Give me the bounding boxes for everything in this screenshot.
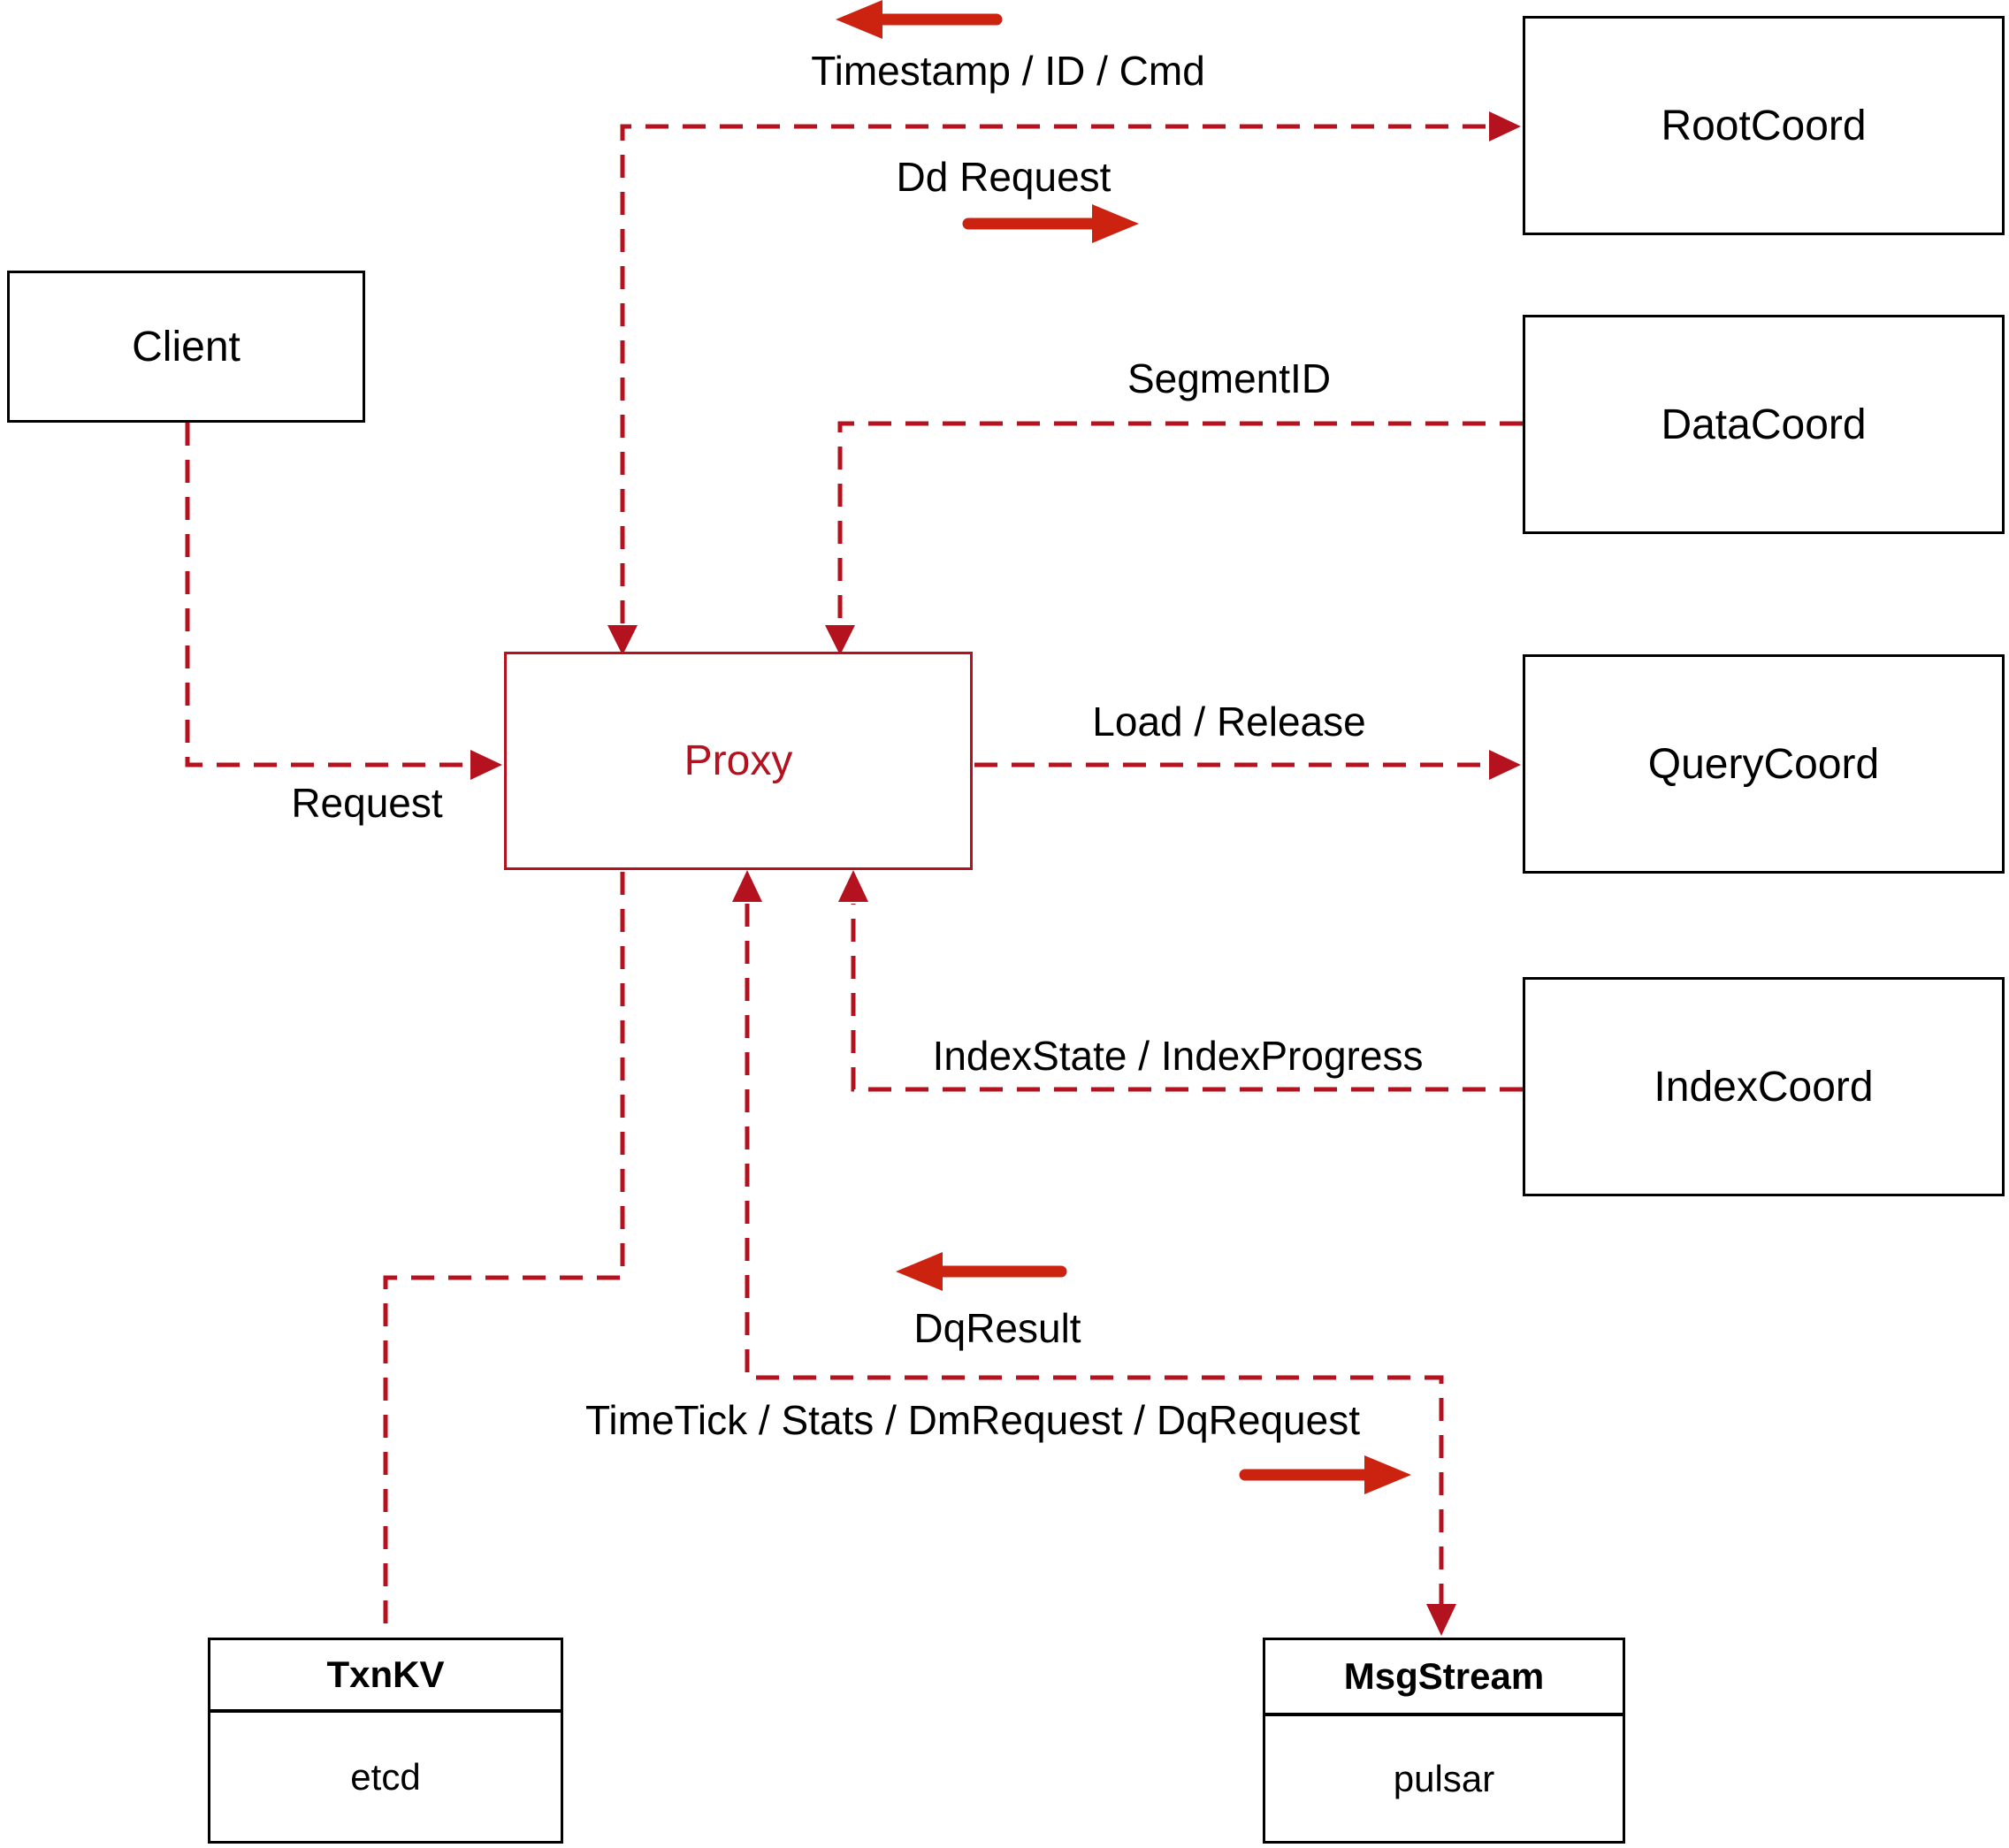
arrowhead-into-rootcoord	[1489, 111, 1521, 141]
node-indexcoord-label: IndexCoord	[1654, 1063, 1874, 1111]
edge-label-timetick: TimeTick / Stats / DmRequest / DqRequest	[585, 1397, 1360, 1443]
left-arrow-head-timestamp	[836, 0, 882, 39]
edge-label-timestamp-id-cmd: Timestamp / ID / Cmd	[811, 48, 1205, 94]
edge-label-dq-result: DqResult	[913, 1305, 1081, 1351]
edge-proxy-rootcoord	[620, 124, 1487, 623]
node-querycoord-label: QueryCoord	[1647, 740, 1880, 788]
edge-client-proxy	[185, 423, 470, 767]
node-txnkv: TxnKV etcd	[208, 1638, 563, 1844]
node-msgstream-subtitle: pulsar	[1393, 1757, 1495, 1799]
node-querycoord: QueryCoord	[1523, 654, 2005, 874]
node-proxy-label: Proxy	[684, 737, 793, 784]
node-rootcoord-label: RootCoord	[1661, 102, 1867, 149]
arrowhead-into-proxy-bottom-right	[838, 870, 868, 902]
node-datacoord: DataCoord	[1523, 315, 2005, 534]
edge-label-index-state: IndexState / IndexProgress	[932, 1033, 1424, 1079]
connector-arrowheads	[470, 111, 1521, 1636]
arrowhead-into-msgstream	[1426, 1604, 1456, 1636]
edge-label-segment-id: SegmentID	[1127, 355, 1332, 401]
edge-label-request: Request	[291, 780, 443, 826]
node-txnkv-title: TxnKV	[210, 1640, 561, 1713]
arrowhead-into-proxy-left	[470, 750, 502, 780]
node-datacoord-label: DataCoord	[1661, 401, 1867, 448]
node-proxy: Proxy	[504, 652, 973, 870]
node-client-label: Client	[132, 323, 241, 370]
right-arrow-head-timetick	[1364, 1455, 1411, 1494]
left-arrow-head-dq-result	[896, 1252, 943, 1291]
node-txnkv-subtitle: etcd	[350, 1755, 421, 1798]
node-client: Client	[7, 271, 365, 423]
node-msgstream-title: MsgStream	[1265, 1640, 1623, 1716]
direction-arrows	[836, 0, 1411, 1494]
edge-label-dd-request: Dd Request	[896, 154, 1111, 200]
arrowhead-into-proxy-bottom-mid	[732, 870, 762, 902]
arrowhead-into-querycoord	[1489, 750, 1521, 780]
edge-datacoord-proxy	[837, 421, 1523, 623]
node-rootcoord: RootCoord	[1523, 16, 2005, 235]
right-arrow-head-dd-request	[1092, 204, 1139, 243]
edge-label-load-release: Load / Release	[1092, 699, 1366, 745]
arrowhead-into-proxy-top-right	[825, 625, 855, 655]
edge-proxy-txnkv	[383, 872, 625, 1636]
arrowhead-into-proxy-top-left	[607, 625, 638, 655]
edge-proxy-msgstream	[745, 904, 1444, 1604]
node-indexcoord: IndexCoord	[1523, 977, 2005, 1196]
node-msgstream: MsgStream pulsar	[1263, 1638, 1625, 1844]
edge-indexcoord-proxy	[851, 904, 1523, 1092]
